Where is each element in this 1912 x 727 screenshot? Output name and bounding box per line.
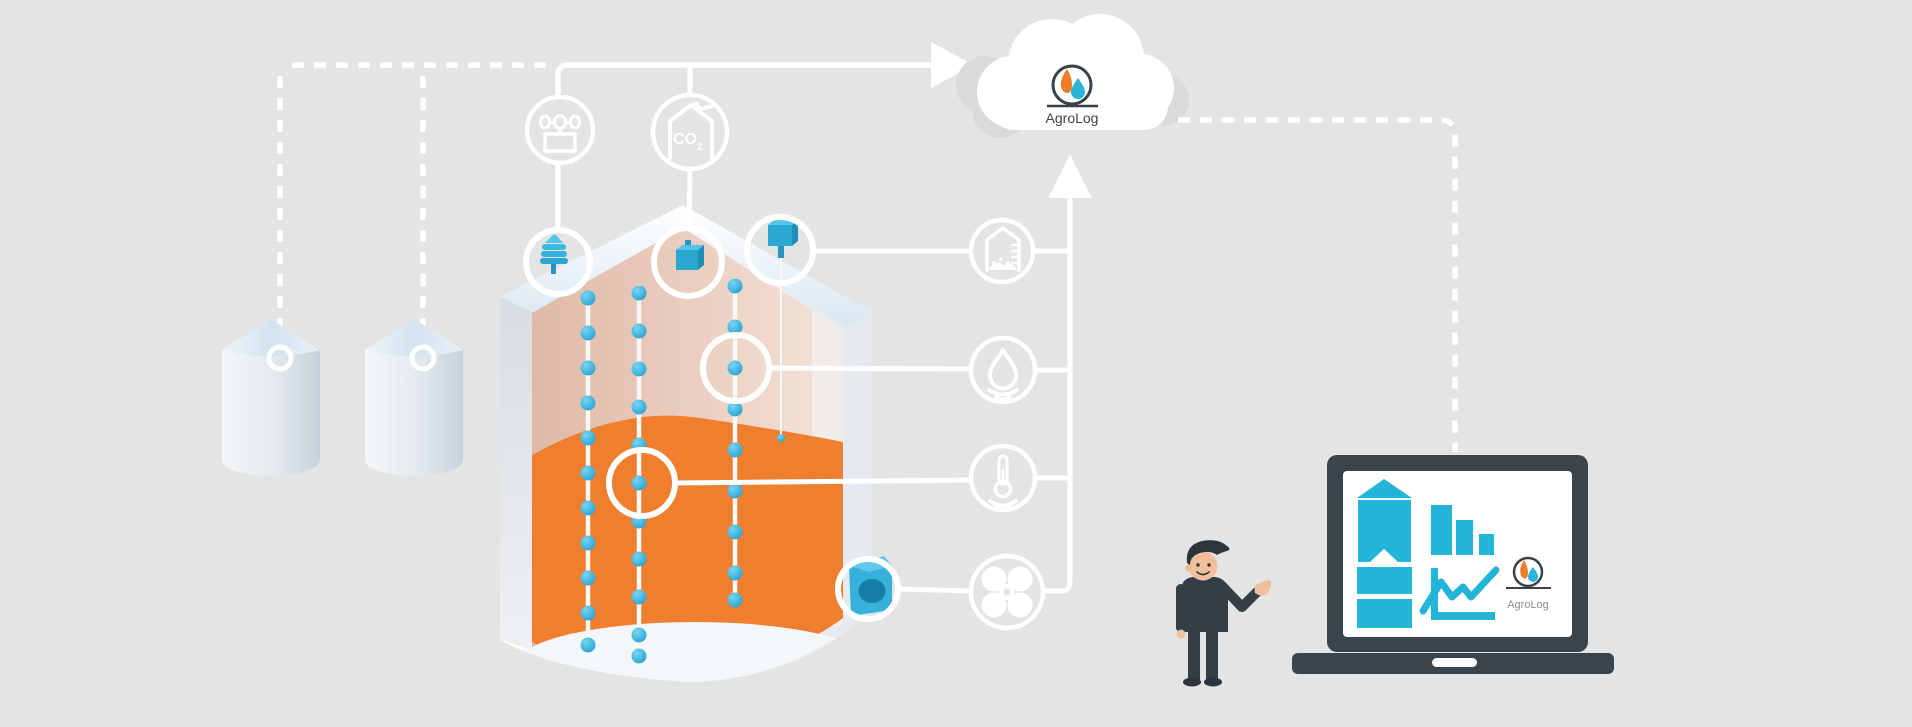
person (1176, 540, 1272, 687)
cable-sensor-balls (580, 278, 785, 664)
arrow-up-to-cloud (1048, 154, 1092, 198)
person-leg-left (1188, 628, 1200, 680)
dashboard-bar-b (1357, 599, 1412, 628)
sensor-icon-column: CO 2 (524, 92, 1046, 631)
person-hair (1186, 540, 1230, 565)
arrow-to-cloud (931, 42, 974, 88)
silo1-top-port (266, 344, 294, 372)
bar-chart-bar2 (1456, 520, 1473, 555)
silo-left-rim (500, 297, 532, 650)
co2-sensor-icon: CO 2 (650, 92, 730, 172)
co2-label-sub: 2 (697, 142, 703, 153)
screen-droplet-icon (1528, 567, 1538, 582)
screen-logo-ring (1512, 556, 1544, 588)
person-smile (1196, 571, 1210, 576)
brand-logo-ring (1051, 64, 1093, 106)
cable-sensor-icon (524, 94, 596, 166)
roof-sensors (540, 220, 798, 274)
person-head (1188, 551, 1218, 581)
brand-flame-icon (1060, 69, 1072, 94)
line-co2-to-silo (686, 168, 693, 229)
person-arm-left (1176, 584, 1185, 632)
ambient-sensor-3d (540, 234, 568, 274)
grain-level-sensor-icon (968, 217, 1036, 285)
highlight-co2-sensor (651, 225, 725, 299)
silo-roof (500, 205, 872, 327)
dashboard-graphics (1357, 479, 1495, 628)
connector-lines (555, 163, 1073, 594)
person-foot-left (1183, 677, 1201, 687)
cloud-brand-text: AgroLog (1046, 110, 1099, 126)
dashboard-silo-roof (1357, 479, 1412, 498)
person-hand-right (1254, 580, 1272, 596)
small-silo-2 (365, 320, 463, 476)
brand-droplet-icon (1071, 78, 1085, 99)
screen-brand-logo: AgroLog (1506, 556, 1551, 611)
aeration-fan-icon (968, 553, 1046, 631)
top-routing-lines (277, 62, 931, 344)
person-leg-right (1206, 628, 1218, 680)
bar-chart-bar3 (1479, 534, 1494, 555)
screen-flame-icon (1520, 560, 1528, 579)
laptop: AgroLog (1292, 455, 1614, 674)
person-foot-right (1204, 677, 1222, 687)
small-silos (222, 320, 463, 476)
dashed-line-cloud-to-laptop (1178, 117, 1458, 452)
riser-to-cloud (1043, 196, 1073, 594)
dashboard-silo-body (1358, 500, 1411, 562)
small-silo-1 (222, 320, 320, 476)
line-chart-line (1419, 566, 1500, 615)
temperature-sensor-icon (968, 443, 1038, 513)
cloud-brand-logo: AgroLog (1046, 64, 1099, 126)
co2-sensor-3d (676, 240, 704, 270)
line-chart-axis (1431, 568, 1495, 620)
line-temp-to-icon (674, 477, 972, 486)
person-eye-right (1207, 563, 1211, 567)
silo-floor (517, 622, 872, 682)
cloud: AgroLog (956, 14, 1189, 138)
screen-brand-text: AgroLog (1507, 599, 1549, 611)
person-eye-left (1196, 563, 1200, 567)
line-fan-to-icon (897, 586, 972, 594)
solid-line-to-cloud (555, 62, 931, 97)
aeration-duct-3d (849, 556, 892, 616)
person-hand-left (1176, 629, 1186, 639)
co2-label: CO (673, 131, 697, 148)
moisture-sensor-icon (968, 335, 1038, 405)
person-torso (1181, 577, 1228, 632)
person-arm-right (1217, 581, 1262, 612)
laptop-base-notch (1432, 658, 1477, 667)
silo2-top-port (409, 344, 437, 372)
sensor-cables (580, 258, 785, 664)
dashboard-bar-a (1357, 567, 1412, 594)
line-moisture-to-icon (768, 365, 972, 372)
bar-chart-bar1 (1431, 505, 1452, 555)
